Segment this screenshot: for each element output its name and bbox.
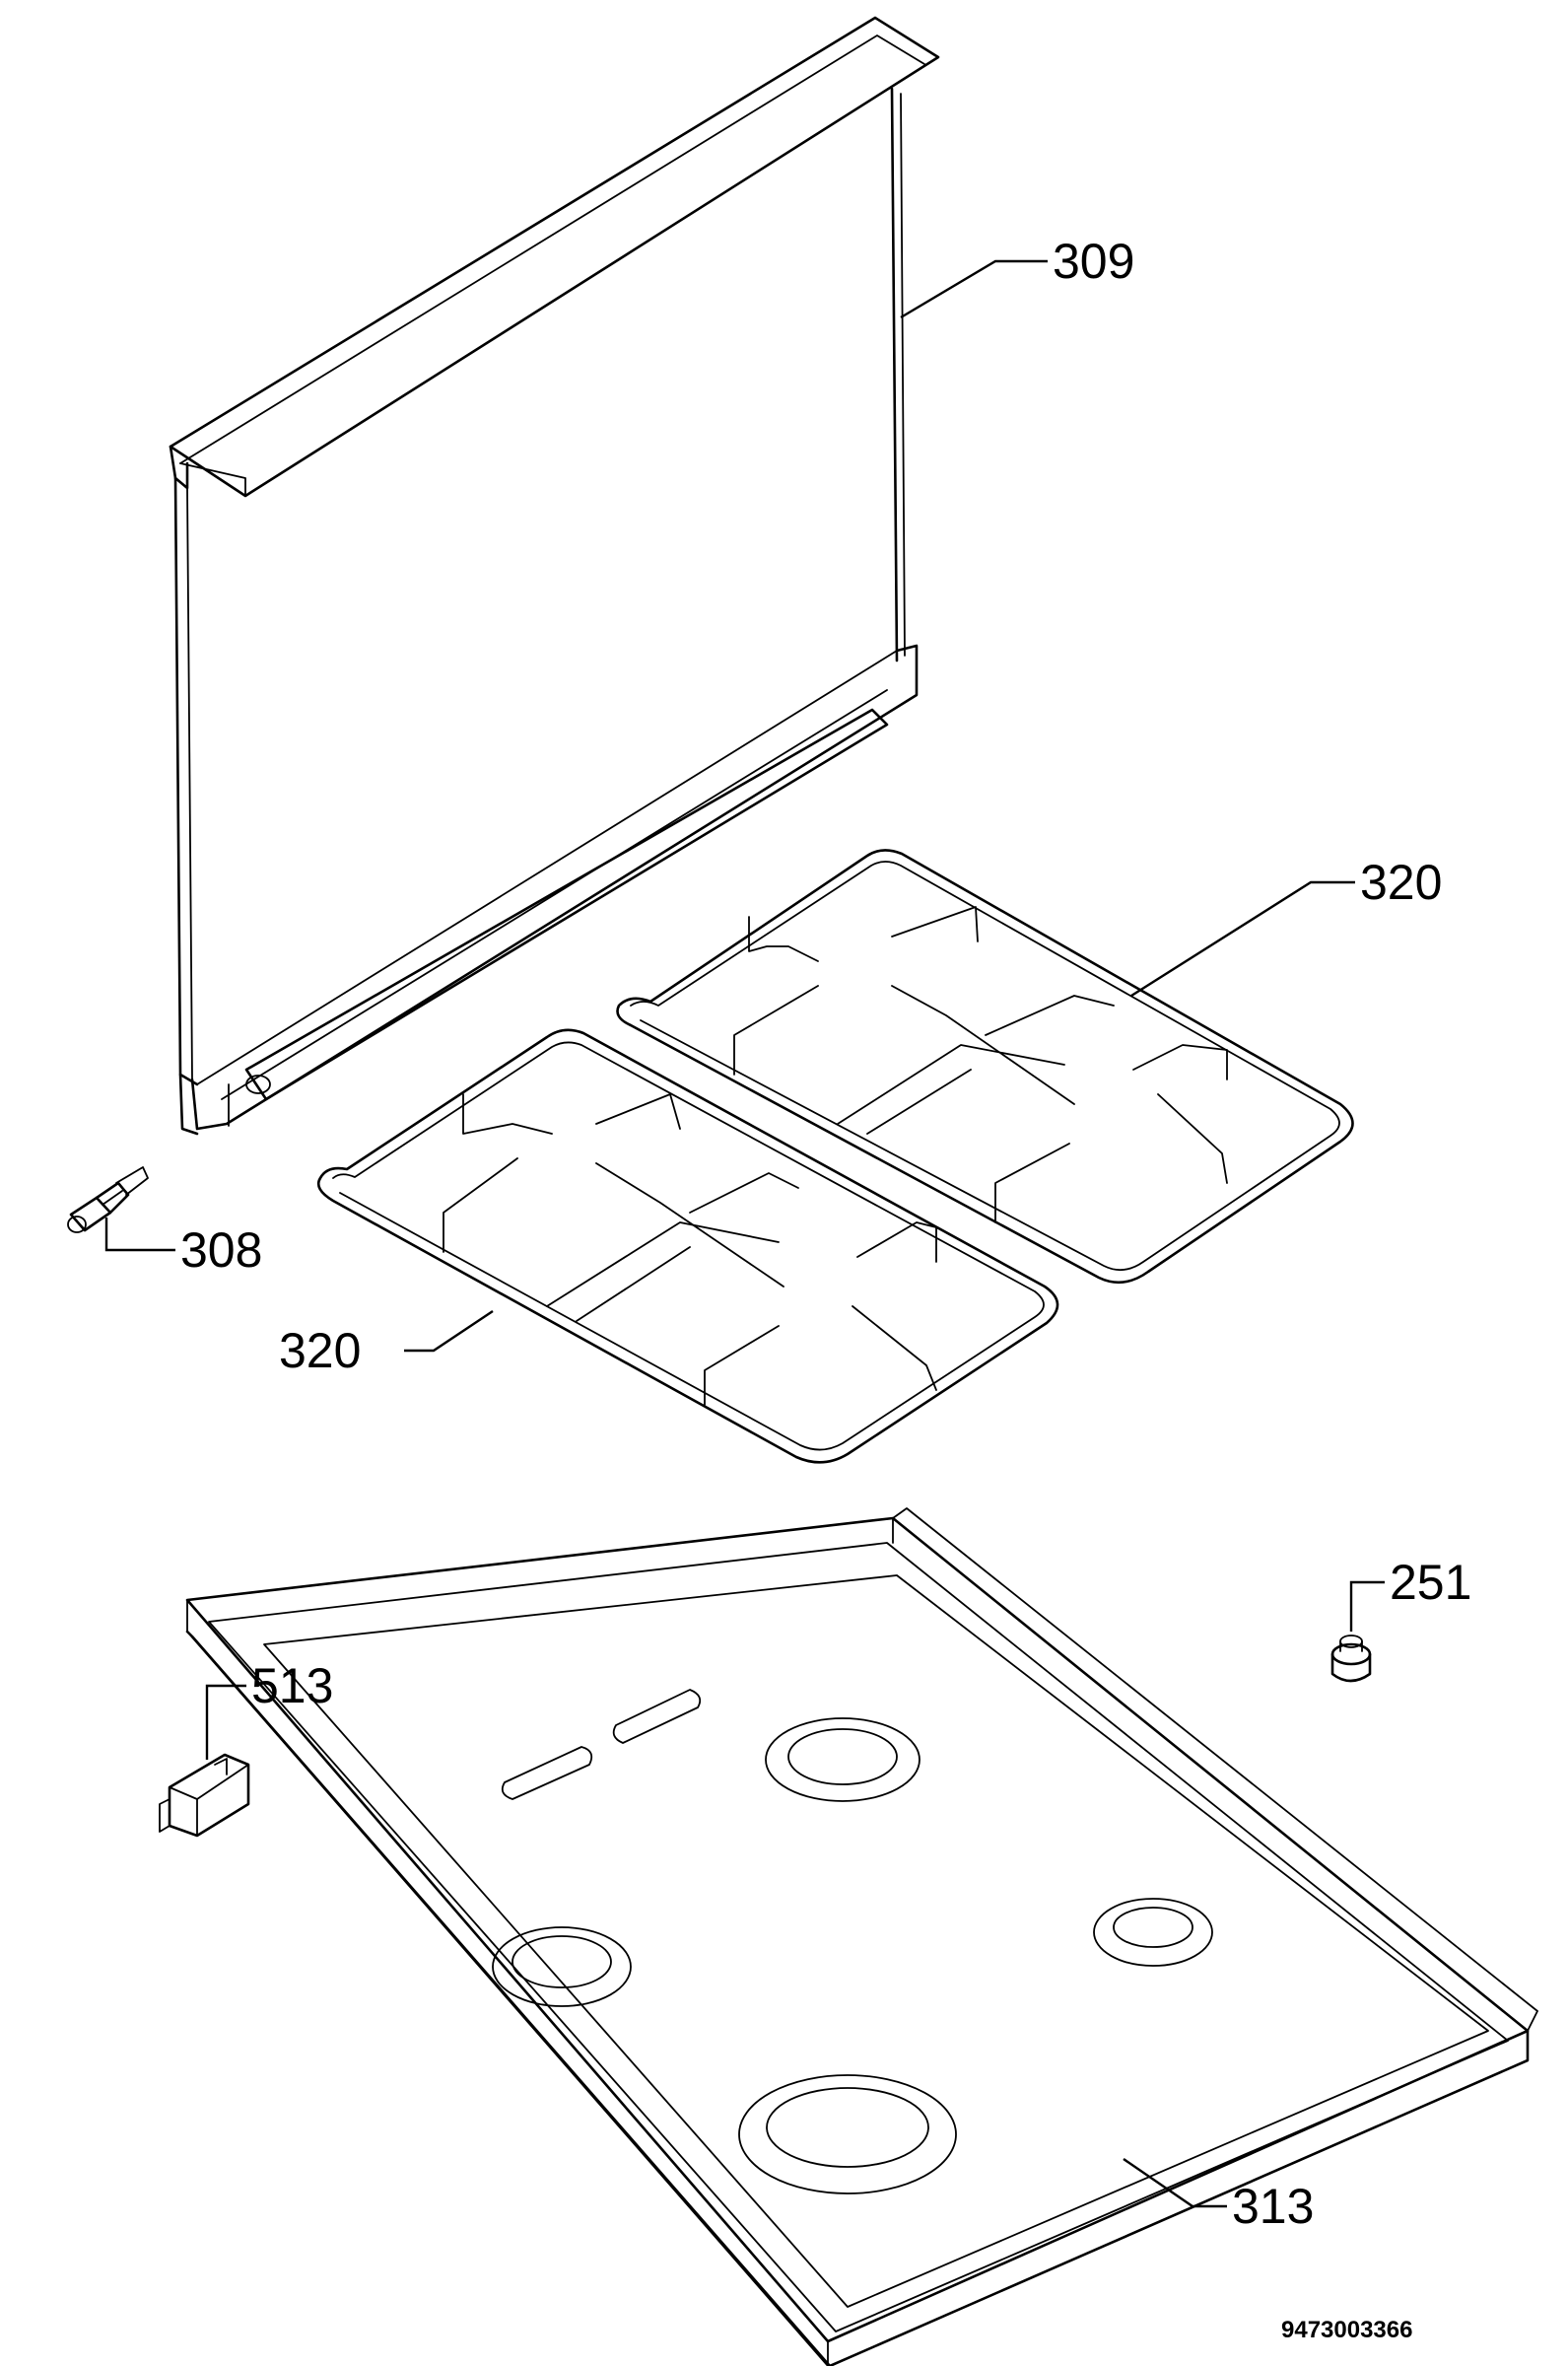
leader-lines bbox=[104, 259, 1385, 2208]
leader-308 bbox=[104, 1218, 175, 1252]
hob-top-part-313 bbox=[185, 1507, 1538, 2366]
foot-part-251 bbox=[1330, 1635, 1372, 1683]
hinge-pin-part-308 bbox=[67, 1166, 149, 1233]
leader-309 bbox=[900, 259, 1048, 319]
leader-513 bbox=[205, 1684, 246, 1760]
clip-part-513 bbox=[159, 1753, 250, 1838]
leader-320-lower bbox=[404, 1310, 494, 1353]
callout-320-upper: 320 bbox=[1360, 855, 1442, 910]
callout-513: 513 bbox=[251, 1658, 333, 1713]
diagram-reference-number: 9473003366 bbox=[1281, 2317, 1412, 2343]
leader-251 bbox=[1349, 1580, 1385, 1632]
callout-308: 308 bbox=[180, 1222, 262, 1278]
callout-320-lower: 320 bbox=[279, 1323, 361, 1378]
callout-313: 313 bbox=[1232, 2179, 1314, 2234]
leader-320-upper bbox=[1130, 880, 1355, 998]
leader-313 bbox=[1123, 2158, 1227, 2208]
callout-251: 251 bbox=[1390, 1555, 1471, 1610]
pan-support-lower-part-320 bbox=[316, 1028, 1059, 1464]
glass-lid-part-309 bbox=[169, 16, 940, 1136]
pan-support-upper-part-320 bbox=[616, 849, 1354, 1285]
callout-309: 309 bbox=[1053, 234, 1134, 289]
